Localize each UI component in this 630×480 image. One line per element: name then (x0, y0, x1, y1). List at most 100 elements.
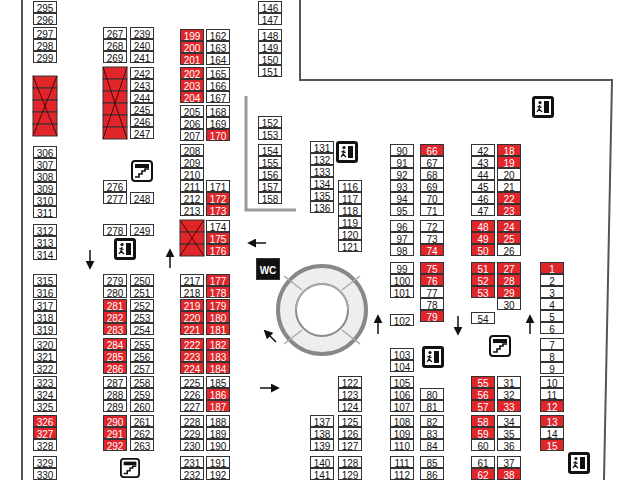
stall-box: 306 (33, 146, 57, 158)
stall-box: 191 (206, 456, 230, 468)
stall-box: 167 (206, 91, 230, 103)
stall-box: 106 (390, 388, 414, 400)
stall-box: 150 (258, 53, 282, 65)
stall-box: 255 (130, 338, 154, 350)
stall-number: 311 (37, 209, 53, 219)
stall-number: 187 (210, 403, 227, 413)
stall-box: 60 (471, 439, 495, 451)
stall-box: 276 (103, 180, 127, 192)
exit-icon (114, 238, 136, 260)
wc-label: WC (260, 261, 277, 281)
stall-box: 320 (33, 338, 57, 350)
stall-number: 53 (477, 289, 488, 299)
stall-box: 141 (310, 468, 334, 480)
stall-number: 201 (184, 56, 201, 66)
stall-box: 96 (390, 220, 414, 232)
stall-box: 292 (103, 439, 127, 451)
stall-box: 245 (130, 103, 154, 115)
stall-box: 75 (420, 262, 444, 274)
stall-box: 188 (206, 415, 230, 427)
stall-box: 102 (390, 314, 414, 326)
stall-box: 34 (497, 415, 521, 427)
stall-box: 134 (310, 177, 334, 189)
stall-number: 30 (503, 301, 514, 311)
stall-box: 246 (130, 115, 154, 127)
stall-number: 57 (477, 403, 488, 413)
stall-number: 218 (184, 289, 201, 299)
stall-box: 181 (206, 323, 230, 335)
stall-box: 222 (180, 338, 204, 350)
stall-box: 158 (258, 192, 282, 204)
stall-number: 151 (262, 68, 279, 78)
stall-number: 141 (314, 471, 331, 480)
stall-box: 168 (206, 105, 230, 117)
stall-box: 281 (103, 299, 127, 311)
stall-box: 93 (390, 180, 414, 192)
escalator-icon (132, 161, 152, 181)
stall-box: 269 (103, 51, 127, 63)
stall-box: 42 (471, 144, 495, 156)
cross-marks (33, 67, 204, 256)
stall-number: 283 (107, 326, 124, 336)
stall-number: 33 (503, 403, 514, 413)
stall-box: 97 (390, 232, 414, 244)
stall-box: 227 (180, 400, 204, 412)
stall-box: 136 (310, 201, 334, 213)
stall-box: 23 (497, 204, 521, 216)
stall-box: 228 (180, 415, 204, 427)
stall-box: 51 (471, 262, 495, 274)
stall-number: 269 (107, 54, 124, 64)
stall-box: 139 (310, 439, 334, 451)
stall-box: 124 (338, 400, 362, 412)
stall-box: 268 (103, 39, 127, 51)
stall-box: 172 (206, 192, 230, 204)
stall-number: 81 (426, 403, 437, 413)
stall-number: 79 (426, 313, 437, 323)
stall-number: 227 (184, 403, 201, 413)
stall-box: 103 (390, 348, 414, 360)
stall-number: 36 (503, 442, 514, 452)
stall-box: 86 (420, 468, 444, 480)
stall-box: 221 (180, 323, 204, 335)
stall-box: 91 (390, 156, 414, 168)
stall-box: 4 (540, 298, 564, 310)
stall-number: 170 (210, 132, 227, 142)
stall-number: 127 (342, 442, 359, 452)
stall-box: 204 (180, 91, 204, 103)
stall-number: 224 (184, 365, 201, 375)
stall-box: 78 (420, 298, 444, 310)
stall-box: 128 (338, 456, 362, 468)
stall-box: 147 (258, 13, 282, 25)
stall-box: 13 (540, 415, 564, 427)
stall-box: 256 (130, 350, 154, 362)
stall-number: 263 (134, 442, 151, 452)
stall-box: 94 (390, 192, 414, 204)
stall-box: 169 (206, 117, 230, 129)
stall-number: 322 (37, 365, 54, 375)
stall-box: 77 (420, 286, 444, 298)
stall-number: 286 (107, 365, 124, 375)
stall-box: 296 (33, 13, 57, 25)
stall-box: 208 (180, 144, 204, 156)
stall-box: 81 (420, 400, 444, 412)
stall-box: 55 (471, 376, 495, 388)
stall-box: 107 (390, 400, 414, 412)
stall-box: 118 (338, 204, 362, 216)
stall-number: 102 (394, 317, 411, 327)
stall-number: 207 (184, 132, 201, 142)
exit-icon (568, 452, 590, 474)
inner-wall (246, 96, 296, 210)
stall-number: 98 (396, 247, 407, 257)
stall-box: 122 (338, 376, 362, 388)
stall-box: 61 (471, 456, 495, 468)
stall-box: 232 (180, 468, 204, 480)
stall-box: 317 (33, 299, 57, 311)
stall-box: 163 (206, 41, 230, 53)
stall-number: 6 (549, 325, 555, 335)
stall-box: 35 (497, 427, 521, 439)
stall-box: 105 (390, 376, 414, 388)
stall-box: 95 (390, 204, 414, 216)
stall-box: 327 (33, 427, 57, 439)
stall-box: 69 (420, 180, 444, 192)
stall-box: 247 (130, 127, 154, 139)
